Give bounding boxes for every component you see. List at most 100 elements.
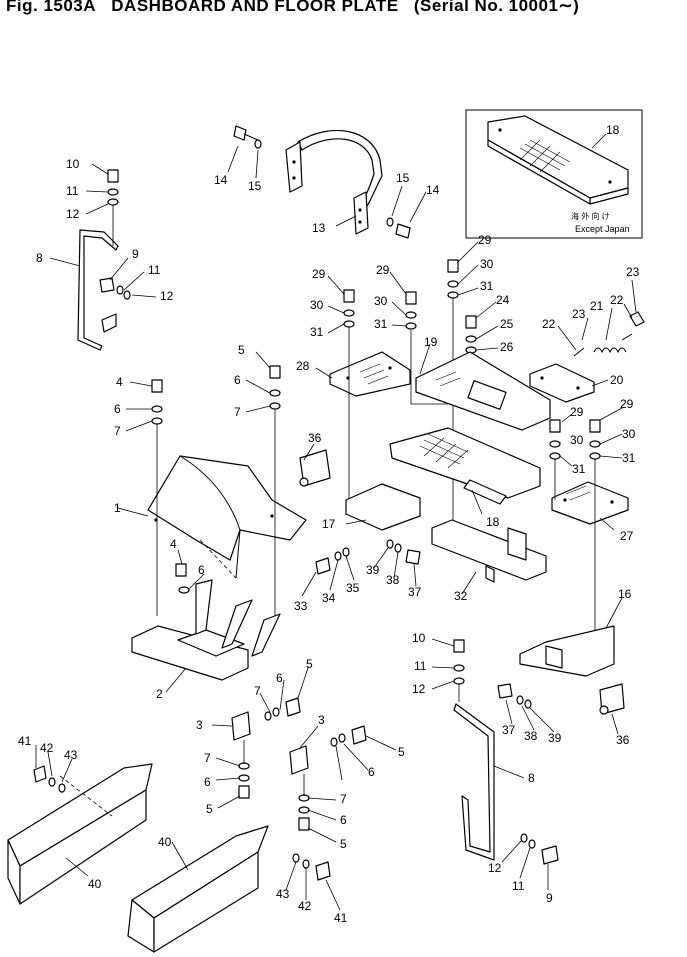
callout: 40 (88, 877, 102, 891)
callout: 23 (572, 307, 586, 321)
callout: 7 (340, 792, 347, 806)
callout: 28 (296, 359, 310, 373)
callout: 13 (312, 221, 326, 235)
bracket-17 (299, 449, 421, 531)
callout: 29 (312, 267, 326, 281)
callout: 38 (524, 729, 538, 743)
callout: 15 (396, 171, 410, 185)
callout: 27 (620, 529, 634, 543)
callout: 36 (308, 431, 322, 445)
callout: 6 (204, 775, 211, 789)
callout: 20 (610, 373, 624, 387)
callout: 11 (512, 879, 525, 893)
callout: 31 (622, 451, 636, 465)
callout: 9 (546, 891, 553, 905)
callout: 43 (276, 887, 290, 901)
leader-lines (35, 133, 637, 911)
callout: 39 (548, 731, 562, 745)
callout: 6 (114, 402, 121, 416)
crossmember-32 (431, 519, 547, 583)
bolt-stacks-27 (549, 419, 601, 632)
callout: 7 (204, 751, 211, 765)
floor-plate-27 (551, 481, 629, 525)
callout: 30 (374, 294, 388, 308)
callout: 39 (366, 563, 380, 577)
callout: 5 (206, 802, 213, 816)
callout: 10 (412, 631, 426, 645)
callout: 24 (496, 293, 510, 307)
callout: 34 (322, 591, 336, 605)
plate-16 (519, 625, 625, 715)
bolts-33-39 (315, 539, 421, 575)
callout: 7 (254, 684, 261, 698)
floor-plate-28 (329, 351, 411, 397)
inset-note-en: Except Japan (575, 224, 630, 234)
callout: 29 (620, 397, 634, 411)
callout: 2 (156, 687, 163, 701)
callout: 11 (148, 263, 161, 277)
callout: 9 (132, 247, 139, 261)
floor-plate-18 (389, 427, 541, 505)
callout: 35 (346, 581, 360, 595)
callout: 30 (310, 298, 324, 312)
inset-except-japan: 海 外 向 け Except Japan (465, 109, 643, 239)
spring-21 (573, 311, 645, 357)
side-cover-right (127, 825, 331, 953)
callout: 33 (294, 599, 308, 613)
callout: 12 (66, 207, 80, 221)
callout: 14 (426, 183, 440, 197)
callout: 5 (340, 837, 347, 851)
callout: 12 (160, 289, 174, 303)
side-cover-left (7, 763, 153, 905)
handrail (285, 129, 383, 235)
callout: 30 (570, 433, 584, 447)
callout: 6 (368, 765, 375, 779)
callout: 31 (310, 325, 324, 339)
callout: 6 (340, 813, 347, 827)
callout: 22 (610, 293, 624, 307)
callout: 3 (196, 718, 203, 732)
brackets-3 (231, 697, 367, 831)
frame-2 (131, 563, 281, 681)
callout: 29 (570, 405, 584, 419)
callout: 40 (158, 835, 172, 849)
callout: 31 (374, 317, 388, 331)
callout: 42 (298, 899, 312, 913)
callout: 12 (412, 682, 426, 696)
callout: 6 (234, 373, 241, 387)
inset-note-jp: 海 外 向 け (571, 211, 610, 221)
callout: 19 (424, 335, 438, 349)
callout: 7 (114, 424, 121, 438)
callout: 5 (306, 657, 313, 671)
callout: 14 (214, 173, 228, 187)
serial-range: (Serial No. 10001∼) (413, 0, 580, 15)
callout: 30 (480, 257, 494, 271)
bolt-stacks-dash (151, 365, 281, 618)
figure-number: Fig. 1503A (6, 0, 97, 15)
callout: 25 (500, 317, 514, 331)
callout: 4 (116, 375, 123, 389)
callout: 37 (502, 723, 516, 737)
dashboard-1 (147, 455, 307, 579)
rod-upper (77, 169, 131, 351)
callout: 8 (528, 771, 535, 785)
callout: 10 (66, 157, 80, 171)
callout: 37 (408, 585, 422, 599)
callout: 6 (276, 671, 283, 685)
callout: 11 (414, 659, 427, 673)
callout: 12 (488, 861, 502, 875)
callout: 17 (322, 517, 336, 531)
rod-lower (453, 639, 559, 865)
callout: 41 (18, 734, 32, 748)
callout: 26 (500, 340, 514, 354)
callout: 38 (386, 573, 400, 587)
callout: 21 (590, 299, 604, 313)
callout: 3 (318, 713, 325, 727)
floor-plate-19 (415, 351, 551, 431)
callout: 18 (606, 123, 620, 137)
callout: 7 (234, 405, 241, 419)
callout: 36 (616, 733, 630, 747)
callout: 5 (398, 745, 405, 759)
callout: 22 (542, 317, 556, 331)
callout: 43 (64, 748, 78, 762)
